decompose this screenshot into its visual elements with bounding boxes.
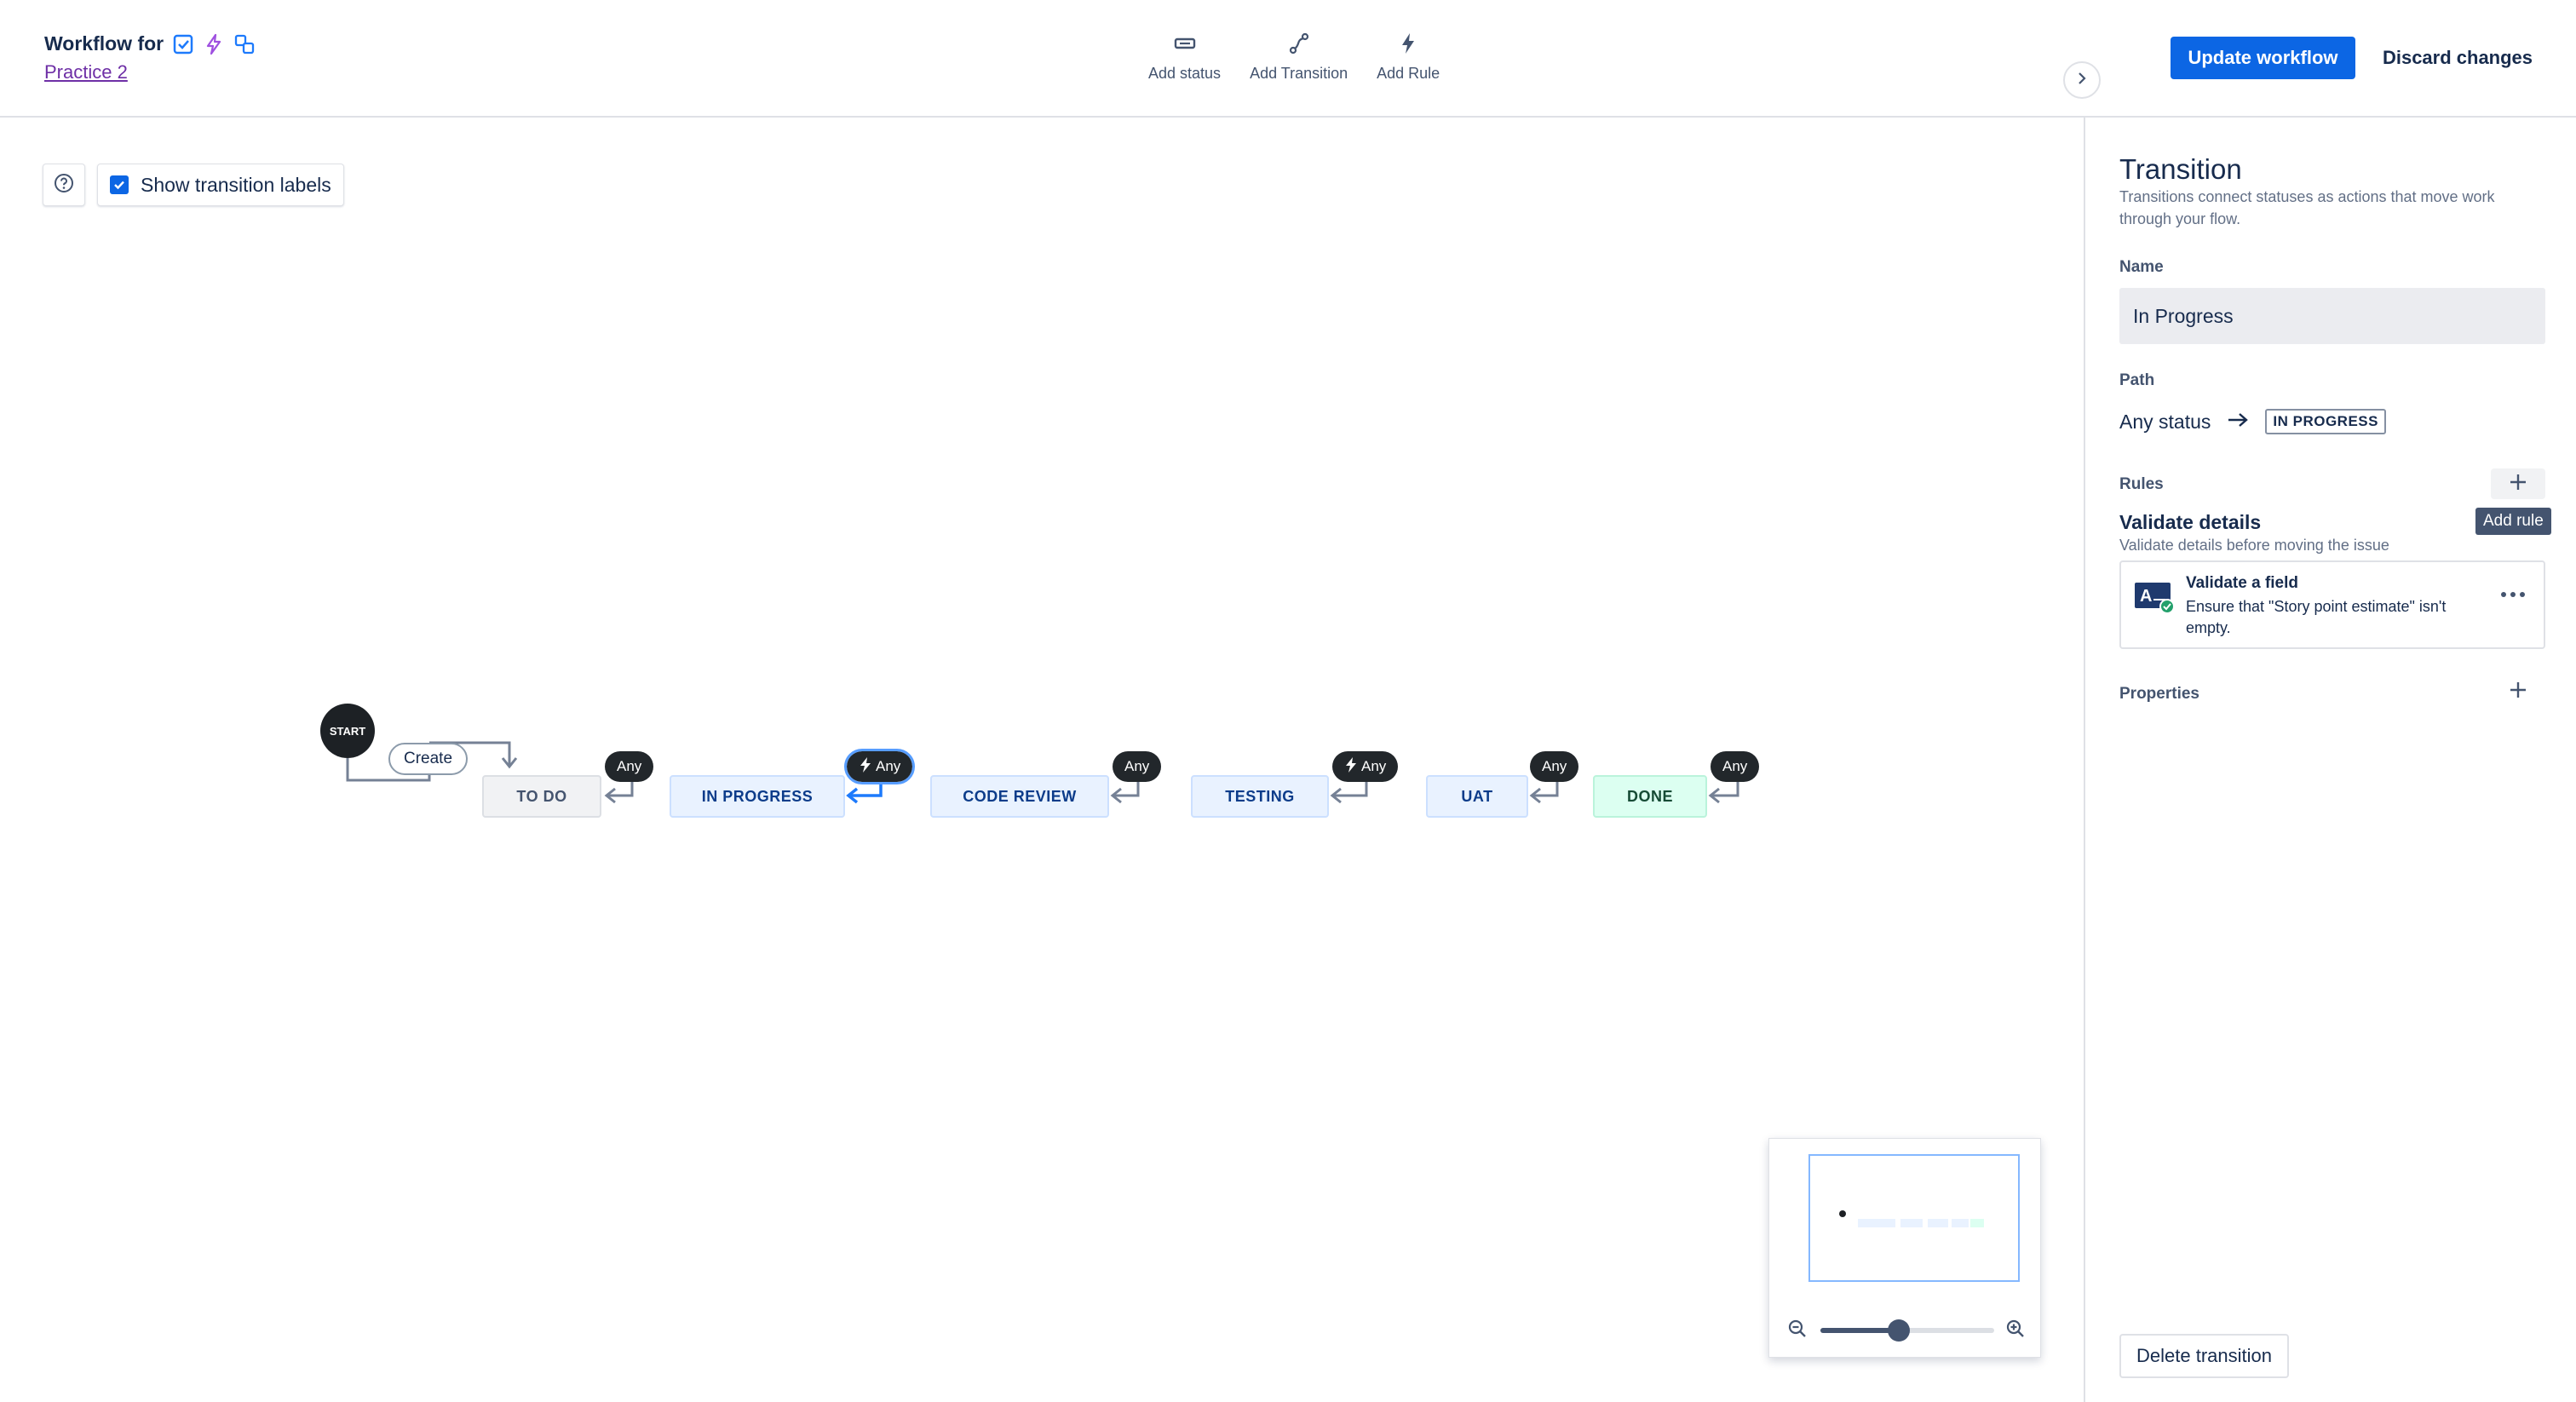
- lightning-icon: [1344, 756, 1358, 778]
- collapse-panel-button[interactable]: [2063, 61, 2101, 99]
- toolbar: Add status Add Transition Add Rule: [1141, 31, 1446, 83]
- lightning-icon: [1395, 31, 1421, 56]
- transition-panel: Transition Transitions connect statuses …: [2084, 118, 2576, 1402]
- inprogress-any-arrow: [846, 787, 859, 804]
- zoom-slider-handle[interactable]: [1887, 1319, 1910, 1342]
- add-transition-label: Add Transition: [1250, 65, 1348, 82]
- status-icon: [1172, 31, 1198, 56]
- workflow-title: Workflow for: [44, 32, 256, 55]
- rule-group-title: Validate details: [2119, 511, 2262, 533]
- minimap[interactable]: [1768, 1138, 2041, 1358]
- add-status-label: Add status: [1148, 65, 1222, 82]
- todo-any-arrow: [604, 787, 616, 804]
- rule-group-description: Validate details before moving the issue: [2119, 537, 2389, 554]
- workflow-header: Workflow for Practice 2 Add status Add T…: [0, 0, 2576, 118]
- rule-title: Validate a field: [2186, 574, 2298, 592]
- testing-any-connector: [1334, 782, 1368, 797]
- status-todo[interactable]: TO DO: [482, 775, 601, 818]
- plus-icon: [2508, 472, 2528, 497]
- zoom-out-button[interactable]: [1785, 1318, 1810, 1343]
- lightning-icon: [859, 756, 872, 778]
- any-transition-done[interactable]: Any: [1711, 751, 1760, 782]
- arrow-right-icon: [2226, 411, 2250, 434]
- any-label: Any: [876, 758, 901, 774]
- any-label: Any: [1542, 758, 1567, 774]
- path-to-status: IN PROGRESS: [2265, 409, 2386, 434]
- create-transition-label[interactable]: Create: [388, 743, 469, 775]
- add-status-button[interactable]: Add status: [1141, 31, 1228, 83]
- properties-label: Properties: [2119, 685, 2199, 703]
- rule-text: Ensure that "Story point estimate" isn't…: [2186, 598, 2447, 636]
- todo-any-connector: [608, 782, 634, 797]
- testing-any-arrow: [1330, 787, 1342, 804]
- add-rule-button[interactable]: Add Rule: [1370, 31, 1446, 83]
- show-labels-text: Show transition labels: [141, 173, 331, 196]
- minimap-preview: [1839, 1210, 1984, 1227]
- add-rule-plus-button[interactable]: [2491, 468, 2545, 499]
- minimap-viewport[interactable]: [1808, 1154, 2020, 1282]
- svg-text:A: A: [2140, 587, 2152, 606]
- lightning-icon: [203, 33, 225, 55]
- any-transition-testing[interactable]: Any: [1332, 751, 1399, 782]
- done-any-connector: [1712, 782, 1739, 797]
- panel-description: Transitions connect statuses as actions …: [2119, 188, 2495, 227]
- validate-field-icon: A: [2133, 579, 2175, 615]
- help-button[interactable]: [43, 164, 85, 206]
- update-workflow-button[interactable]: Update workflow: [2171, 37, 2355, 79]
- done-any-arrow: [1708, 787, 1720, 804]
- workflow-canvas[interactable]: Show transition labels START Create TO D…: [0, 118, 2084, 1402]
- rule-more-button[interactable]: [2494, 579, 2532, 610]
- subtask-icon: [233, 33, 256, 55]
- any-transition-code-review[interactable]: Any: [1113, 751, 1162, 782]
- any-label: Any: [1722, 758, 1748, 774]
- uat-any-connector: [1533, 782, 1559, 797]
- checkbox-icon: [172, 33, 194, 55]
- status-code-review[interactable]: CODE REVIEW: [930, 775, 1109, 818]
- name-label: Name: [2119, 258, 2164, 276]
- discard-changes-button[interactable]: Discard changes: [2368, 37, 2547, 79]
- transition-icon: [1286, 31, 1312, 56]
- rules-label: Rules: [2119, 475, 2164, 493]
- path-row: Any status IN PROGRESS: [2119, 409, 2386, 434]
- show-transition-labels-toggle[interactable]: Show transition labels: [97, 164, 344, 206]
- any-label: Any: [1124, 758, 1150, 774]
- create-arrow: [501, 757, 518, 769]
- rule-card[interactable]: A Validate a field Ensure that "Story po…: [2119, 560, 2545, 649]
- zoom-out-icon: [1787, 1319, 1808, 1343]
- question-circle-icon: [53, 172, 75, 198]
- add-rule-label: Add Rule: [1377, 65, 1440, 82]
- status-uat[interactable]: UAT: [1426, 775, 1528, 818]
- any-transition-todo[interactable]: Any: [605, 751, 654, 782]
- any-transition-uat[interactable]: Any: [1530, 751, 1579, 782]
- codereview-any-arrow: [1110, 787, 1122, 804]
- any-transition-in-progress[interactable]: Any: [843, 749, 916, 784]
- zoom-in-icon: [2005, 1319, 2026, 1343]
- path-from: Any status: [2119, 410, 2211, 433]
- delete-transition-button[interactable]: Delete transition: [2119, 1334, 2289, 1378]
- any-label: Any: [1361, 758, 1387, 774]
- status-done[interactable]: DONE: [1593, 775, 1707, 818]
- show-labels-checkbox[interactable]: [110, 175, 129, 194]
- transition-name-input[interactable]: [2119, 288, 2545, 344]
- any-label: Any: [617, 758, 642, 774]
- add-rule-tooltip: Add rule: [2475, 508, 2551, 535]
- path-label: Path: [2119, 371, 2155, 389]
- panel-title: Transition: [2119, 153, 2242, 185]
- status-in-progress[interactable]: IN PROGRESS: [670, 775, 845, 818]
- inprogress-any-connector: [850, 782, 883, 797]
- plus-icon: [2508, 680, 2528, 704]
- more-horizontal-icon: [2500, 587, 2526, 602]
- uat-any-arrow: [1529, 787, 1541, 804]
- zoom-in-button[interactable]: [2003, 1318, 2028, 1343]
- project-link[interactable]: Practice 2: [44, 61, 128, 83]
- chevron-right-icon: [2074, 71, 2090, 90]
- start-node[interactable]: START: [320, 704, 375, 758]
- status-testing[interactable]: TESTING: [1191, 775, 1329, 818]
- add-property-button[interactable]: [2491, 676, 2545, 707]
- zoom-slider[interactable]: [1820, 1319, 1994, 1342]
- zoom-slider-fill: [1820, 1328, 1899, 1333]
- add-transition-button[interactable]: Add Transition: [1243, 31, 1354, 83]
- workflow-title-text: Workflow for: [44, 32, 164, 55]
- codereview-any-connector: [1114, 782, 1140, 797]
